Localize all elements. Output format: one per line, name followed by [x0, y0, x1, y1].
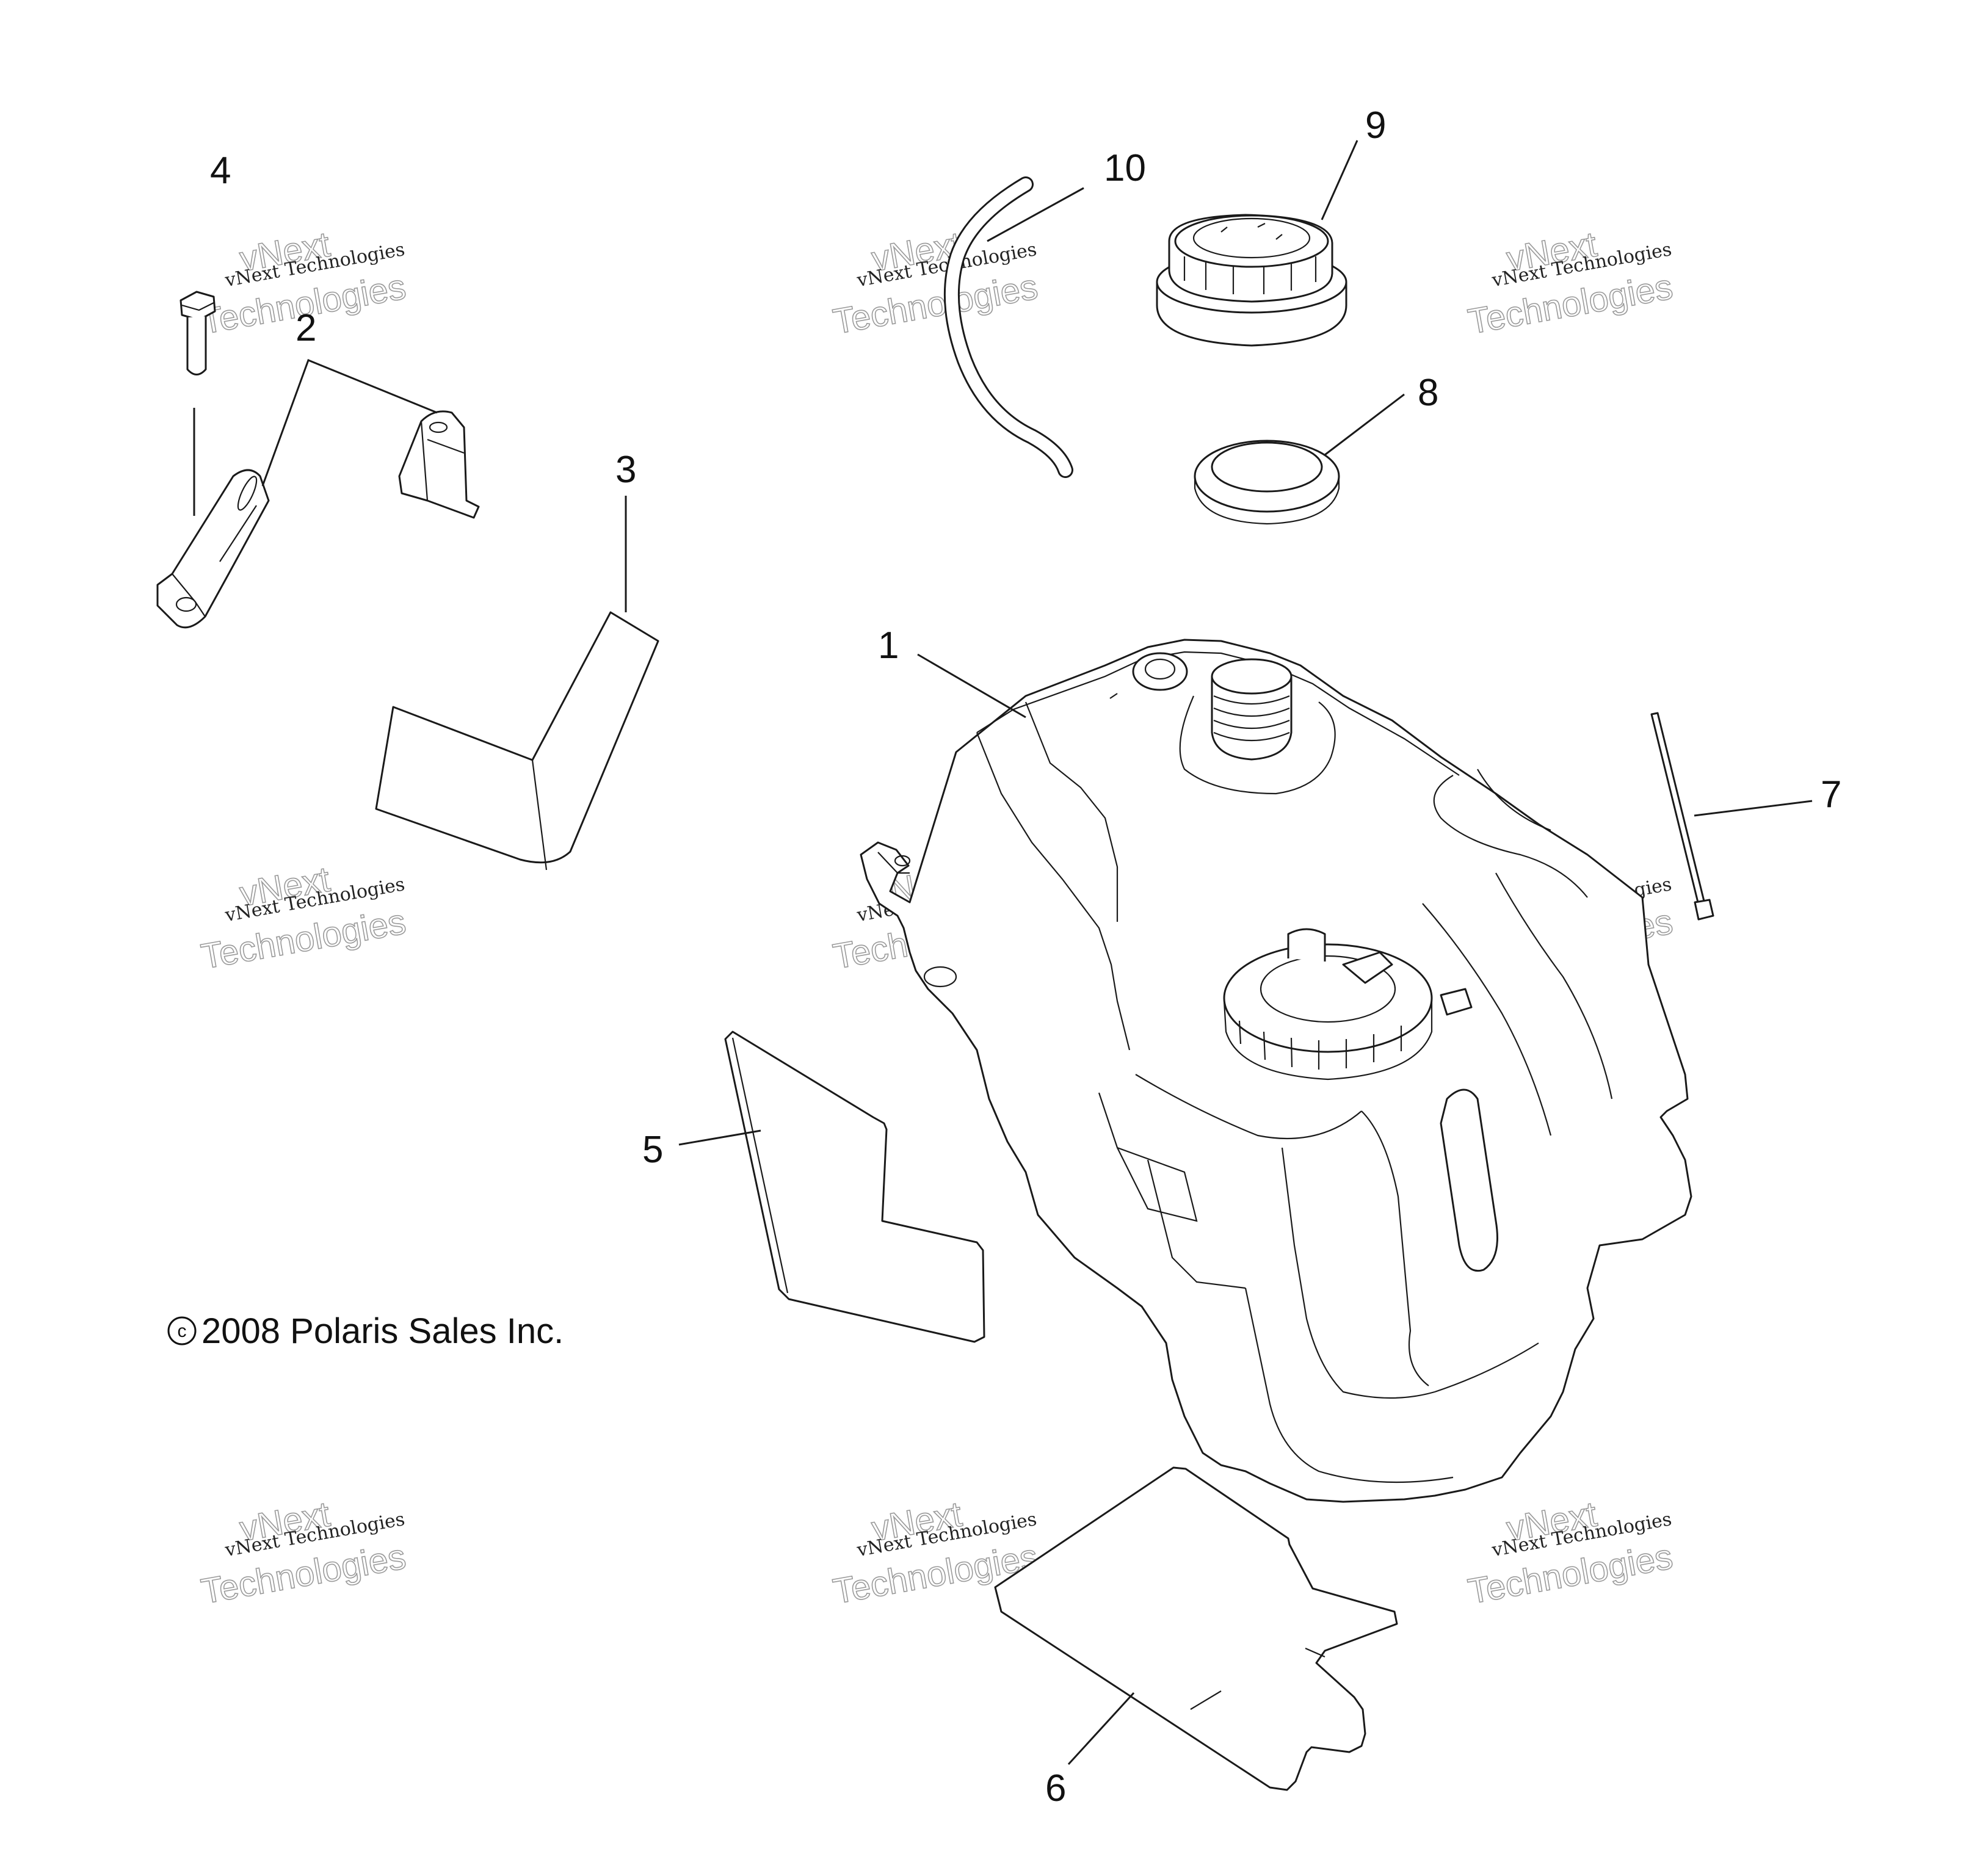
- watermark-7: vNext Technologies vNext Technologies: [198, 1494, 409, 1612]
- callout-7: 7: [1821, 773, 1841, 816]
- filler-neck: [1179, 658, 1336, 795]
- callout-10: 10: [1104, 147, 1146, 189]
- callout-8: 8: [1418, 372, 1438, 414]
- callout-5: 5: [642, 1129, 663, 1171]
- watermark-3: vNext Technologies vNext Technologies: [1465, 224, 1676, 342]
- vent-fitting: [1109, 652, 1188, 699]
- callout-2: 2: [296, 307, 316, 349]
- part-5-pad: [678, 1030, 985, 1343]
- watermark-2: vNext Technologies vNext Technologies: [830, 224, 1041, 342]
- part-7-cable-tie: [1650, 712, 1813, 921]
- part-8-gasket: [1194, 393, 1405, 525]
- fuel-pump-module: [1223, 928, 1473, 1081]
- part-10-hose: [943, 176, 1084, 478]
- part-3-strip: [375, 496, 659, 871]
- part-9-fuel-cap: [1156, 140, 1358, 347]
- watermark-9: vNext Technologies vNext Technologies: [1465, 1494, 1676, 1612]
- callout-1: 1: [878, 625, 899, 667]
- copyright-notice: c 2008 Polaris Sales Inc.: [167, 1311, 564, 1351]
- callout-4: 4: [210, 150, 231, 192]
- part-2-leader: [261, 359, 438, 487]
- callout-3: 3: [615, 449, 636, 491]
- part-1-fuel-tank: [860, 639, 1692, 1503]
- part-6-pad: [994, 1466, 1398, 1791]
- copyright-symbol-letter: c: [178, 1321, 187, 1341]
- part-4-bolt: [179, 291, 216, 516]
- part-2-bracket-right: [398, 410, 480, 519]
- watermark-4: vNext Technologies vNext Technologies: [198, 859, 409, 977]
- copyright-text: 2008 Polaris Sales Inc.: [201, 1311, 564, 1351]
- callout-9: 9: [1365, 104, 1386, 147]
- copyright-symbol-circle: [167, 1316, 197, 1345]
- part-2-bracket-left: [156, 469, 270, 629]
- callout-6: 6: [1045, 1767, 1066, 1809]
- callout-labels: 4 2 3 10 9 8 1 7 5 6: [210, 104, 1841, 1809]
